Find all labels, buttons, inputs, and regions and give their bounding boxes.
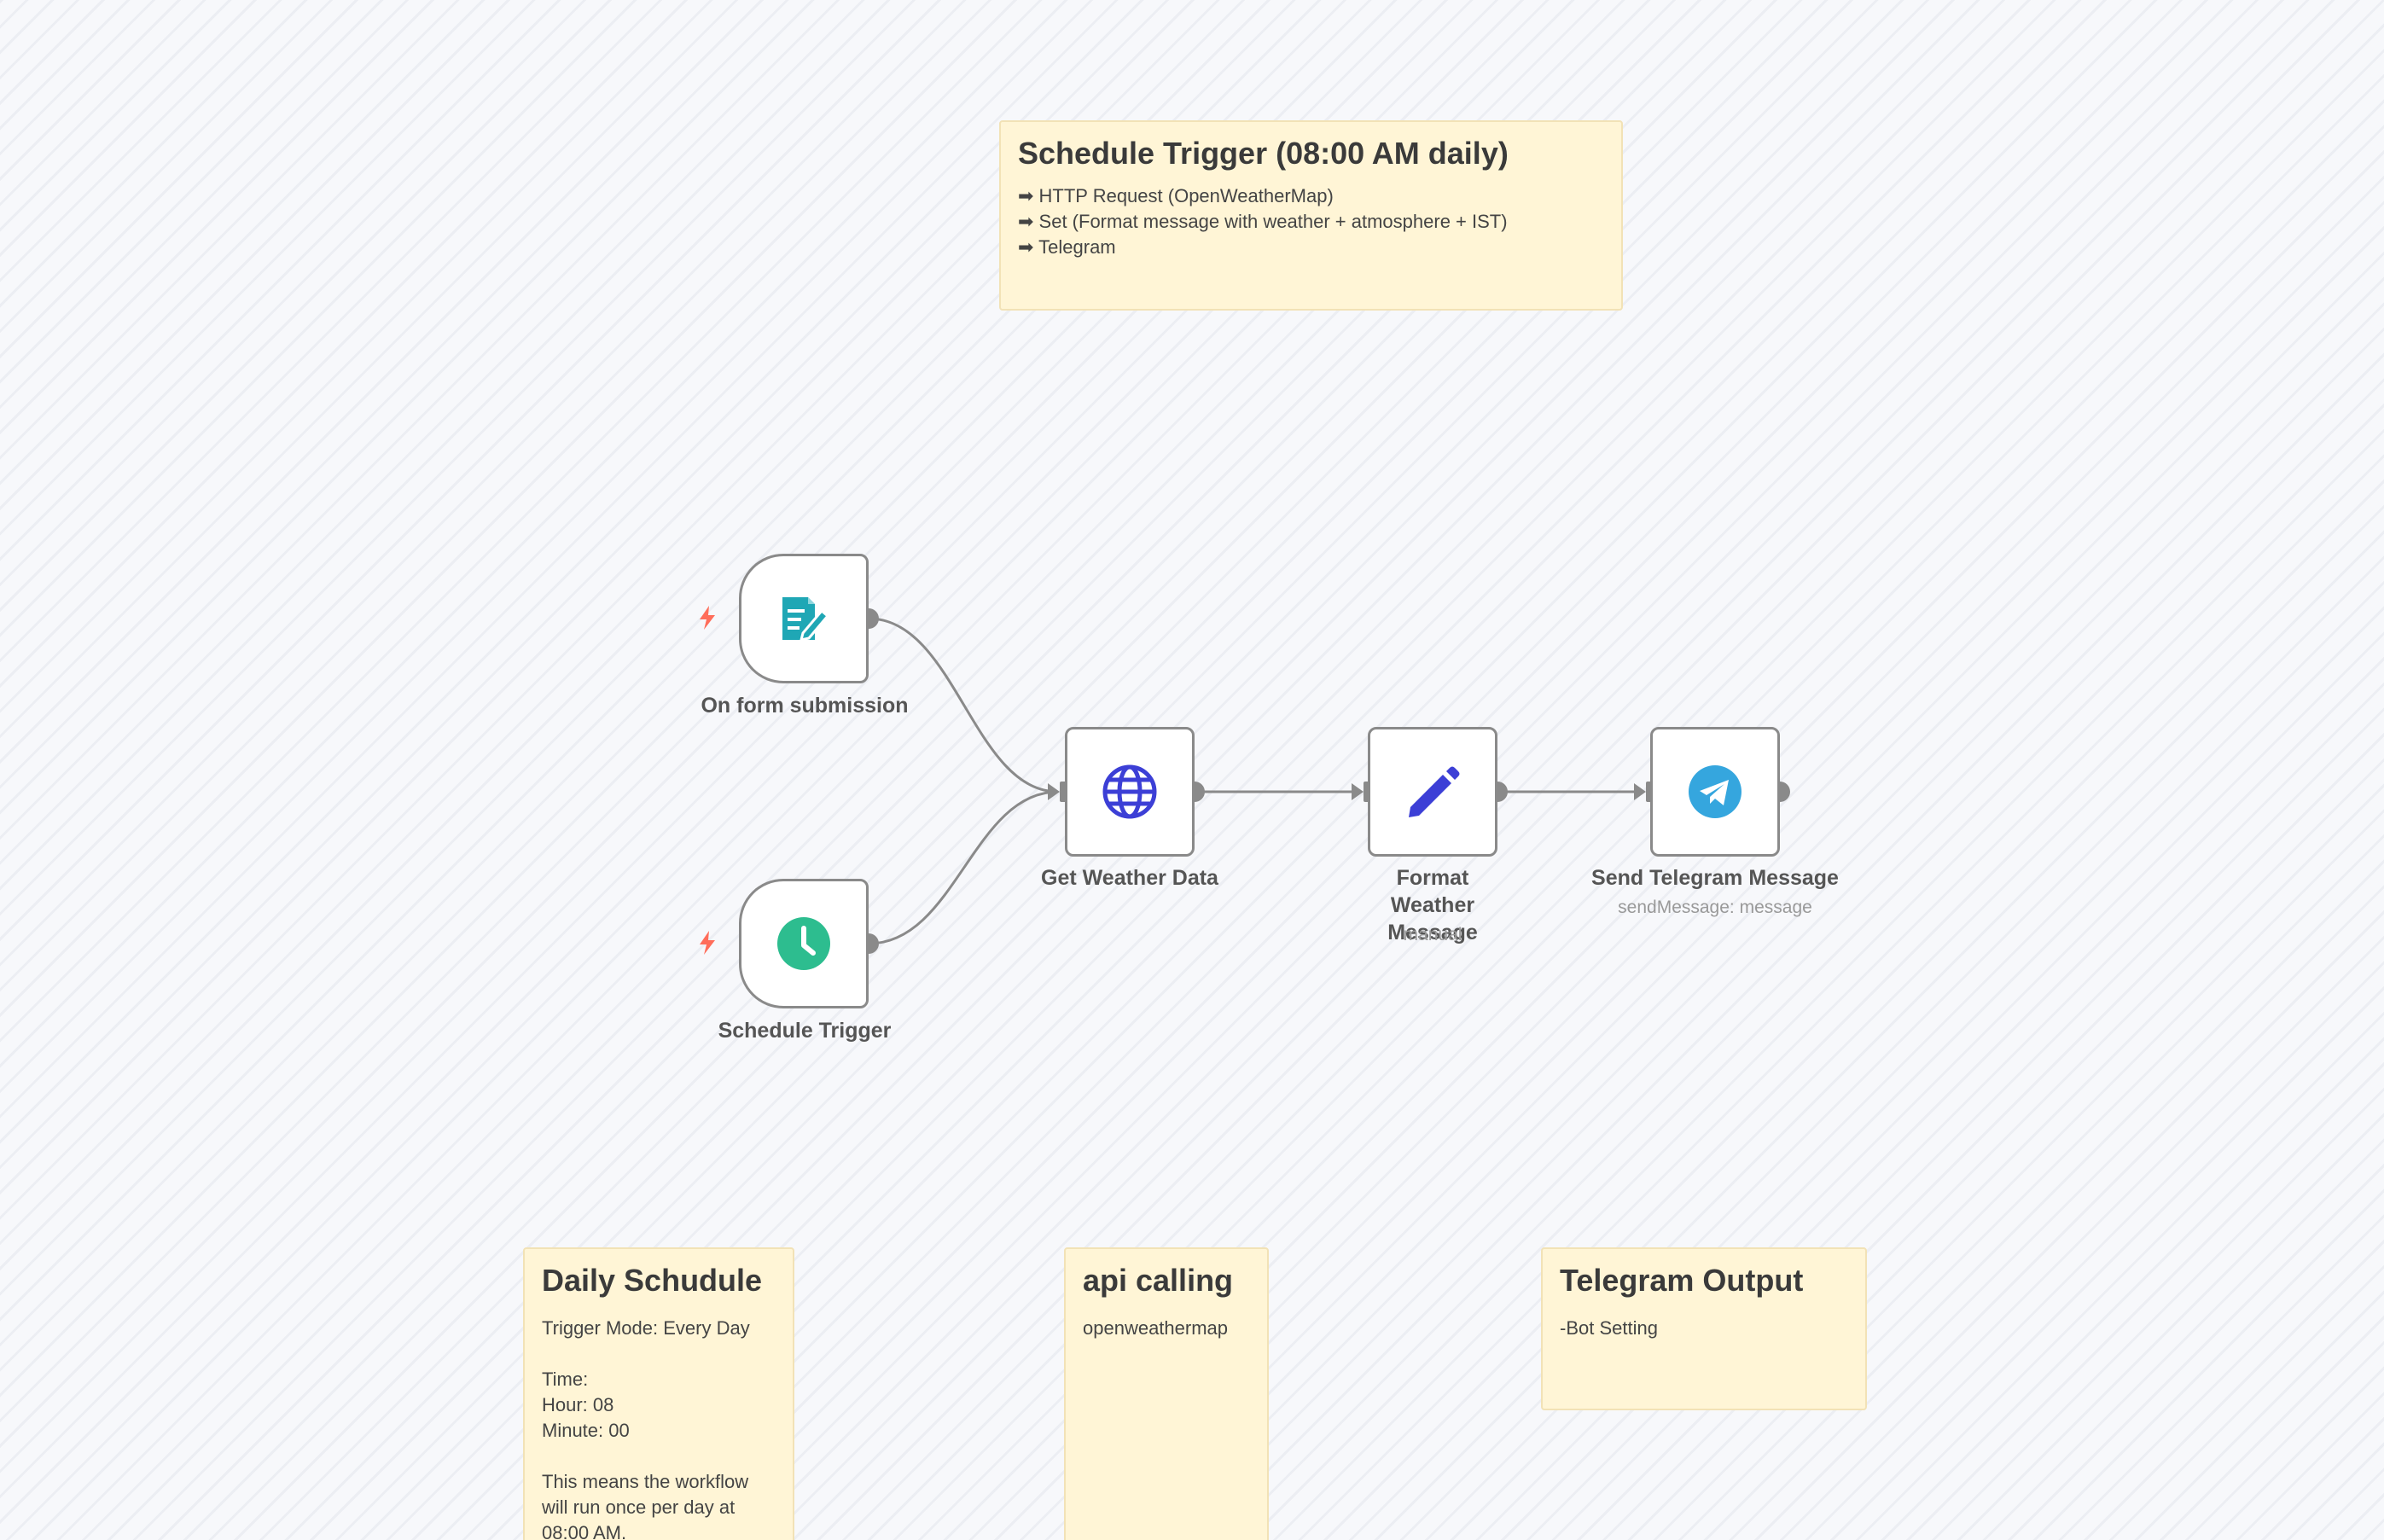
node-label-schedule-trigger: Schedule Trigger xyxy=(718,1019,892,1043)
sticky-overview-line: ➡ HTTP Request (OpenWeatherMap) xyxy=(1018,185,1334,206)
node-subtitle-format-weather-message: manual xyxy=(1403,925,1462,944)
sticky-note-api-calling[interactable]: api calling openweathermap xyxy=(1064,1247,1269,1540)
sticky-telegram-title: Telegram Output xyxy=(1560,1263,1804,1298)
sticky-note-daily-schedule[interactable]: Daily Schudule Trigger Mode: Every Day T… xyxy=(523,1247,794,1540)
sticky-daily-text: Trigger Mode: Every Day Time: Hour: 08 M… xyxy=(542,1317,750,1540)
trigger-bolt-icon xyxy=(700,606,715,630)
form-pencil-icon xyxy=(782,597,829,642)
trigger-bolt-icon xyxy=(700,931,715,955)
sticky-telegram-text: -Bot Setting xyxy=(1560,1317,1658,1339)
sticky-note-overview[interactable]: Schedule Trigger (08:00 AM daily) ➡ HTTP… xyxy=(999,120,1623,311)
node-label-on-form-submission: On form submission xyxy=(701,694,909,718)
sticky-api-title: api calling xyxy=(1083,1263,1234,1298)
telegram-icon xyxy=(1689,765,1741,818)
node-send-telegram-message[interactable] xyxy=(1650,727,1780,857)
arrowhead-telegram-input xyxy=(1634,783,1646,800)
pencil-icon xyxy=(1409,766,1460,817)
node-label-format-weather-message: Format Weather Message xyxy=(1387,866,1478,944)
sticky-api-text: openweathermap xyxy=(1083,1317,1229,1339)
node-format-weather-message[interactable] xyxy=(1368,727,1497,857)
clock-icon xyxy=(777,917,830,970)
node-schedule-trigger[interactable] xyxy=(739,879,869,1008)
sticky-overview-line: ➡ Telegram xyxy=(1018,236,1116,258)
sticky-overview-line: ➡ Set (Format message with weather + atm… xyxy=(1018,211,1508,232)
globe-icon xyxy=(1102,764,1157,819)
node-on-form-submission[interactable] xyxy=(739,554,869,683)
node-subtitle-send-telegram-message: sendMessage: message xyxy=(1618,898,1812,917)
arrowhead-set-input xyxy=(1352,783,1364,800)
sticky-overview-title: Schedule Trigger (08:00 AM daily) xyxy=(1018,136,1509,171)
arrowhead-http-input xyxy=(1048,783,1060,800)
node-label-get-weather-data: Get Weather Data xyxy=(1041,866,1218,890)
sticky-note-telegram-output[interactable]: Telegram Output -Bot Setting xyxy=(1541,1247,1867,1410)
sticky-daily-title: Daily Schudule xyxy=(542,1263,763,1298)
node-get-weather-data[interactable] xyxy=(1065,727,1195,857)
node-label-send-telegram-message: Send Telegram Message xyxy=(1591,866,1839,890)
